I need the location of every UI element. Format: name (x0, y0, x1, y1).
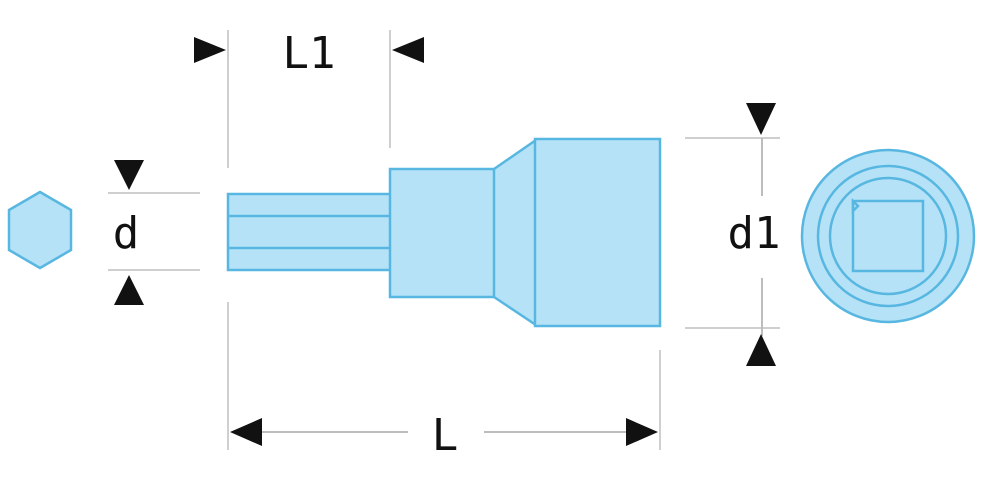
hex-bit-shaft (226, 192, 394, 272)
arrow-d1-top (746, 103, 776, 135)
end-view-middle-circle (816, 164, 960, 308)
arrow-L1-left (194, 37, 226, 63)
label-d: d (113, 208, 140, 259)
hex-end-view (7, 190, 73, 270)
label-d1: d1 (728, 208, 781, 259)
socket-end-view (800, 148, 976, 324)
arrow-L1-right (392, 37, 424, 63)
arrow-d1-bottom (746, 334, 776, 366)
socket-neck (388, 167, 498, 299)
square-drive (851, 199, 925, 273)
arrow-L-left (230, 418, 262, 446)
label-L: L (432, 410, 459, 461)
end-view-outer-circle (800, 148, 976, 324)
socket-side-view (226, 137, 662, 328)
label-L1: L1 (283, 28, 336, 79)
socket-body (533, 137, 662, 328)
square-drive-corner-tl (851, 197, 860, 215)
arrow-L-right (626, 418, 658, 446)
end-view-inner-circle (828, 176, 948, 296)
arrow-d-top (114, 160, 144, 190)
socket-taper (492, 137, 538, 328)
arrow-d-bottom (114, 275, 144, 305)
